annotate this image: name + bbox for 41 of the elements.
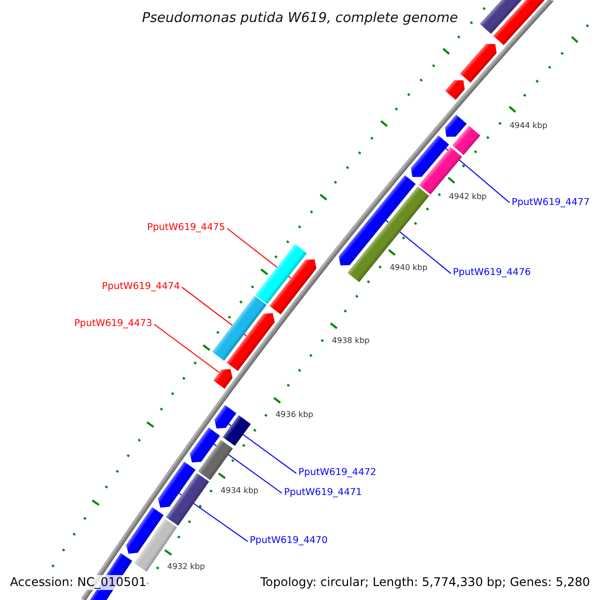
gene-feature xyxy=(190,427,220,463)
gene-bar xyxy=(418,147,462,194)
scale-label: 4934 kbp xyxy=(220,486,258,496)
gene-label: PputW619_4474 xyxy=(102,281,182,294)
gene-feature xyxy=(226,313,275,371)
gene-feature xyxy=(493,0,545,46)
gene-label: PputW619_4476 xyxy=(450,267,531,280)
gene-feature xyxy=(214,405,236,429)
gene-feature xyxy=(410,135,449,178)
scale-label: 4932 kbp xyxy=(167,562,205,572)
gene-bar xyxy=(255,244,307,304)
genome-summary: Topology: circular; Length: 5,774,330 bp; Genes: 5,280 xyxy=(258,575,592,590)
gene-bar xyxy=(198,440,233,480)
gene-bar xyxy=(347,186,430,282)
scale-label: 4938 kbp xyxy=(332,336,370,346)
gene-bar xyxy=(452,126,480,156)
gene-label: PputW619_4472 xyxy=(296,467,376,480)
scale-label: 4942 kbp xyxy=(448,192,487,202)
gene-label: PputW619_4477 xyxy=(510,196,590,209)
gene-feature xyxy=(445,114,467,137)
gene-feature xyxy=(213,369,233,389)
gene-bar xyxy=(212,296,267,361)
scale-label: 4944 kbp xyxy=(510,120,548,131)
map-title: Pseudomonas putida W619, complete genome xyxy=(142,10,458,27)
gene-feature xyxy=(338,175,416,266)
gene-label: PputW619_4473 xyxy=(74,318,154,330)
gene-feature xyxy=(158,462,196,508)
accession-note: Accession: NC_010501 xyxy=(8,575,148,590)
scale-label: 4936 kbp xyxy=(276,410,314,420)
gene-feature xyxy=(460,44,497,83)
gene-feature xyxy=(270,259,316,314)
gene-label: PputW619_4470 xyxy=(248,535,328,548)
gene-label: PputW619_4471 xyxy=(282,487,362,500)
gene-feature xyxy=(126,507,164,554)
gene-bar xyxy=(166,472,210,526)
leader-line xyxy=(154,324,220,373)
scale-label: 4940 kbp xyxy=(390,263,428,274)
gene-feature xyxy=(445,80,465,100)
gene-label: PputW619_4475 xyxy=(147,222,228,234)
gene-bar xyxy=(222,415,251,446)
gene-bar xyxy=(480,0,522,34)
